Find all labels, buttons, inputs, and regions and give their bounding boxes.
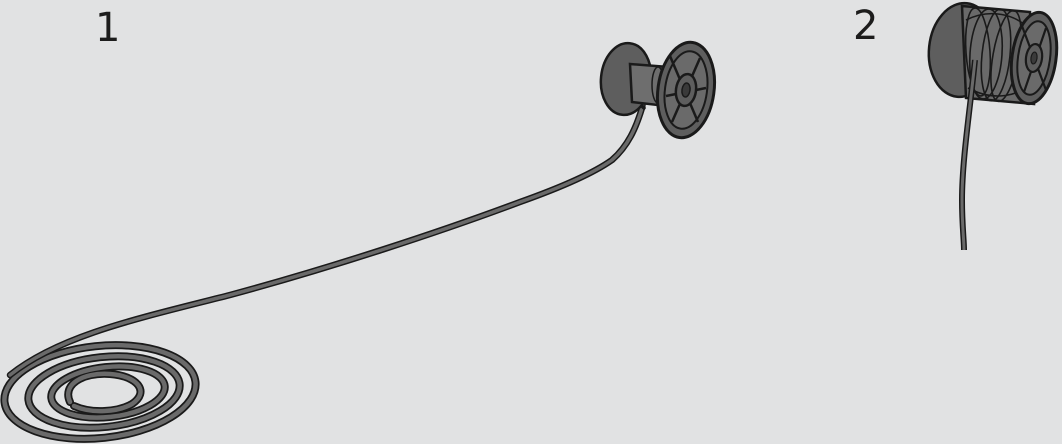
wire-strand [10,84,656,375]
step-2-illustration [924,0,1062,250]
wound-spool-icon [924,0,1062,107]
wire-spool-icon [597,39,720,142]
step-1-illustration [0,39,720,444]
coiled-wire-icon [0,336,200,444]
